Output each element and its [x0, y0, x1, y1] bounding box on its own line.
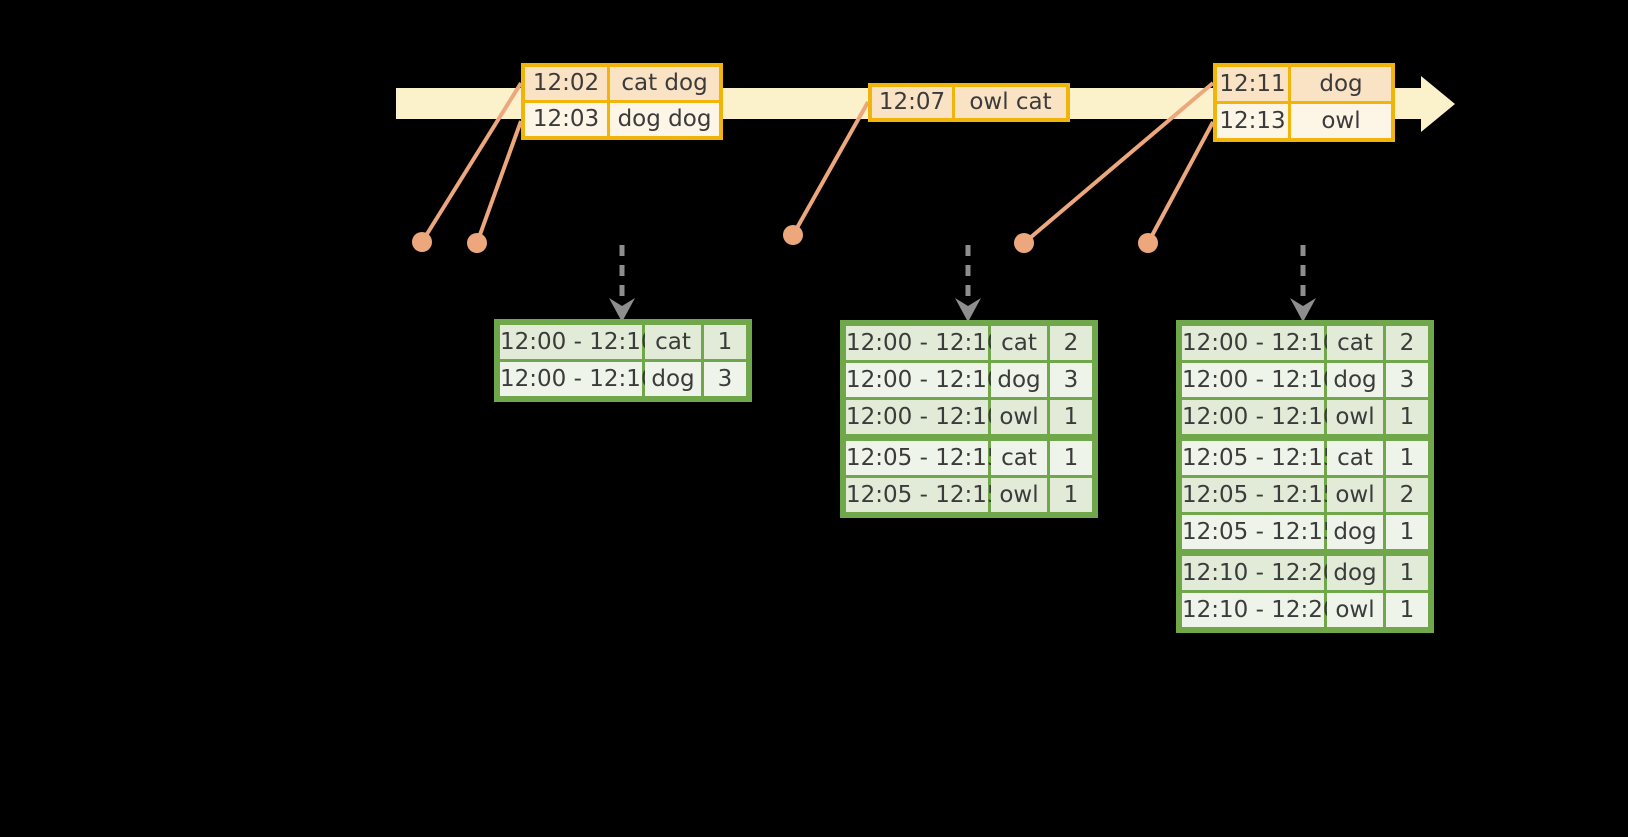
count-cell: 1: [704, 325, 746, 359]
event-dot-icon: [783, 225, 803, 245]
word-cell: dog: [645, 362, 701, 396]
trigger-arrow-icon: [1290, 245, 1316, 322]
word-cell: dog: [1327, 556, 1383, 590]
event-time-cell: 12:07: [872, 87, 952, 118]
event-time-cell: 12:13: [1217, 104, 1288, 138]
timeline-arrowhead-icon: [1421, 76, 1455, 132]
word-cell: owl: [1327, 593, 1383, 627]
event-words-cell: cat dog: [610, 67, 719, 100]
window-range-cell: 12:00 - 12:10: [1182, 326, 1338, 360]
window-range-cell: 12:05 - 12:15: [846, 478, 1002, 512]
window-range-cell: 12:05 - 12:15: [1182, 478, 1338, 512]
word-cell: owl: [991, 400, 1047, 434]
count-cell: 1: [1050, 441, 1092, 475]
word-cell: cat: [645, 325, 701, 359]
window-range-cell: 12:10 - 12:20: [1182, 556, 1338, 590]
event-words-cell: owl: [1291, 104, 1391, 138]
word-cell: dog: [1327, 515, 1383, 549]
window-range-cell: 12:00 - 12:10: [1182, 400, 1338, 434]
window-range-cell: 12:05 - 12:15: [846, 441, 1002, 475]
event-connector-line: [791, 101, 870, 236]
count-cell: 3: [704, 362, 746, 396]
count-cell: 2: [1386, 478, 1428, 512]
event-words-cell: owl cat: [955, 87, 1066, 118]
event-words-cell: dog: [1291, 67, 1391, 101]
word-cell: cat: [991, 441, 1047, 475]
count-cell: 1: [1386, 556, 1428, 590]
window-range-cell: 12:00 - 12:10: [846, 400, 1002, 434]
trigger-arrow-icon: [609, 245, 635, 322]
event-time-cell: 12:11: [1217, 67, 1288, 101]
word-cell: cat: [991, 326, 1047, 360]
count-cell: 1: [1386, 441, 1428, 475]
count-cell: 2: [1386, 326, 1428, 360]
word-cell: owl: [1327, 400, 1383, 434]
count-cell: 1: [1050, 400, 1092, 434]
count-cell: 1: [1050, 478, 1092, 512]
trigger-arrow-icon: [955, 245, 981, 322]
window-range-cell: 12:00 - 12:10: [500, 362, 656, 396]
event-dot-icon: [1138, 233, 1158, 253]
window-range-cell: 12:00 - 12:10: [846, 326, 1002, 360]
window-range-cell: 12:00 - 12:10: [500, 325, 656, 359]
count-cell: 1: [1386, 515, 1428, 549]
word-cell: owl: [991, 478, 1047, 512]
event-dot-icon: [467, 233, 487, 253]
event-words-cell: dog dog: [610, 103, 719, 136]
word-cell: dog: [1327, 363, 1383, 397]
event-dot-icon: [412, 232, 432, 252]
event-time-cell: 12:03: [525, 103, 607, 136]
window-range-cell: 12:05 - 12:15: [1182, 441, 1338, 475]
window-range-cell: 12:00 - 12:10: [846, 363, 1002, 397]
count-cell: 1: [1386, 593, 1428, 627]
event-connector-line: [1146, 121, 1215, 244]
count-cell: 1: [1386, 400, 1428, 434]
count-cell: 3: [1386, 363, 1428, 397]
count-cell: 3: [1050, 363, 1092, 397]
window-range-cell: 12:00 - 12:10: [1182, 363, 1338, 397]
window-range-cell: 12:10 - 12:20: [1182, 593, 1338, 627]
word-cell: owl: [1327, 478, 1383, 512]
event-connector-line: [475, 120, 523, 244]
word-cell: cat: [1327, 326, 1383, 360]
word-cell: cat: [1327, 441, 1383, 475]
window-range-cell: 12:05 - 12:15: [1182, 515, 1338, 549]
count-cell: 2: [1050, 326, 1092, 360]
event-time-cell: 12:02: [525, 67, 607, 100]
event-dot-icon: [1014, 233, 1034, 253]
word-cell: dog: [991, 363, 1047, 397]
